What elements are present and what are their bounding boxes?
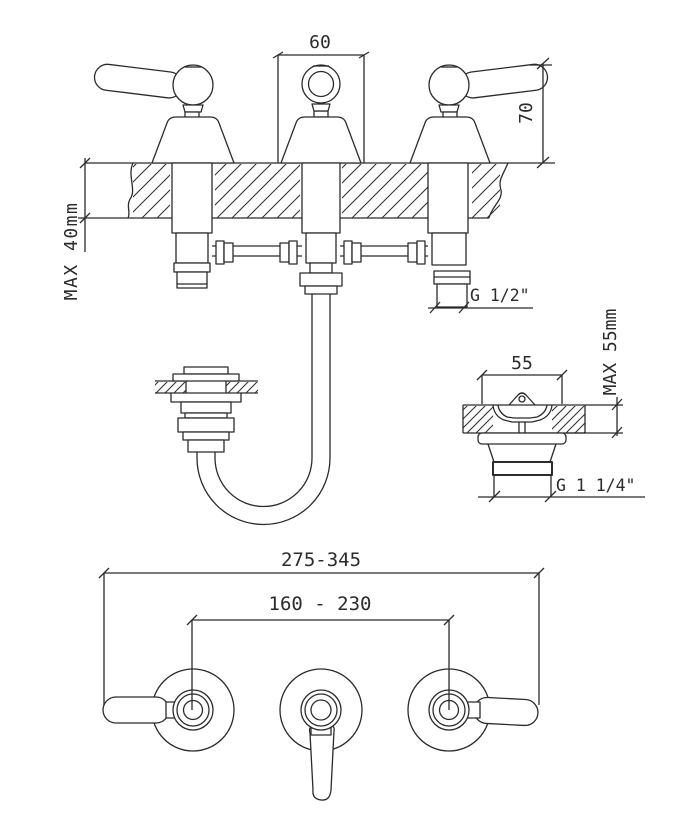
popup-cap (508, 392, 536, 406)
plan-middle-handle (279, 668, 363, 801)
manifold-pipes (212, 240, 428, 265)
lever-ball (172, 64, 214, 106)
dim-centers-label: 160 - 230 (269, 593, 372, 615)
basin-section (462, 404, 586, 434)
hose-u-outer (196, 457, 331, 526)
dim-60-label: 60 (309, 32, 331, 53)
dim-max40-label: MAX 40mm (61, 202, 82, 301)
right-valve-body (427, 162, 471, 308)
spout-escutcheon-cone (280, 116, 362, 164)
dim-overall-label: 275-345 (281, 549, 361, 571)
plan-right-handle (407, 668, 539, 752)
lever-left-plan (102, 696, 170, 724)
front-left-handle (93, 63, 235, 164)
front-right-handle (409, 63, 549, 164)
lever-middle-plan (308, 724, 335, 801)
inlet-thread-label: G 1/2" (470, 286, 530, 305)
handle-escutcheon-cone (151, 116, 235, 164)
lever-right-plan (473, 696, 539, 727)
dimension-max-40: MAX 40mm (61, 157, 91, 301)
waste-thread-label: G 1 1/4" (556, 476, 635, 495)
dimension-70: 70 (508, 57, 555, 169)
inlet-tail (436, 283, 468, 308)
side-view: 55 MAX 55mm G 1 1/4" (462, 309, 645, 503)
handle-escutcheon-cone (409, 116, 491, 164)
lever-left (93, 63, 183, 99)
dimension-max-55: MAX 55mm (566, 309, 623, 439)
dimension-55: 55 (476, 353, 568, 404)
inlet-thread-callout: G 1/2" (428, 286, 533, 314)
plan-view: 275-345 160 - 230 (98, 549, 545, 801)
lever-ball (428, 64, 470, 106)
plan-left-handle (102, 668, 235, 752)
front-spout-top (280, 64, 362, 164)
dimension-60: 60 (272, 32, 370, 163)
spout-knob (301, 64, 341, 104)
spout-tee-and-hose (196, 162, 343, 526)
left-valve-body (171, 162, 213, 289)
waste-collar (492, 461, 553, 476)
broken-edge-left (127, 162, 134, 219)
waste-thread-callout: G 1 1/4" (478, 476, 645, 503)
waste-tail (493, 475, 552, 497)
lever-right (459, 63, 549, 99)
dimension-275-345: 275-345 (98, 549, 545, 705)
hose-down (311, 294, 331, 458)
dimension-160-230: 160 - 230 (186, 593, 455, 710)
broken-edge-right (488, 162, 509, 219)
popup-waste-side (477, 392, 567, 497)
popup-waste-front (155, 366, 258, 453)
dim-70-label: 70 (516, 102, 537, 124)
dim-max55-label: MAX 55mm (600, 309, 621, 396)
front-view: 60 70 MAX 40mm G 1/2" (61, 32, 555, 526)
hose-u-inner (214, 457, 313, 508)
dim-55-label: 55 (511, 353, 533, 374)
